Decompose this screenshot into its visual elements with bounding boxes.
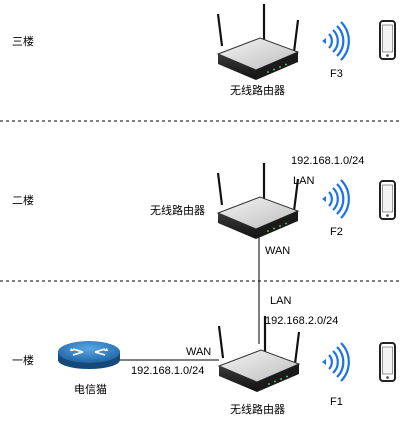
modem-icon	[58, 341, 120, 369]
wan-subnet-first: 192.168.1.0/24	[131, 365, 205, 377]
wan-label-second: WAN	[265, 245, 291, 257]
wifi-label-f2: F2	[330, 226, 343, 238]
wifi-label-f3: F3	[330, 68, 343, 80]
lan-label-second: LAN	[293, 175, 315, 187]
modem-label: 电信猫	[74, 384, 107, 396]
wifi-icon-second-floor	[320, 178, 350, 220]
router-icon-third-floor	[216, 2, 300, 82]
router-label-third: 无线路由器	[230, 85, 285, 97]
phone-icon-second-floor	[379, 180, 396, 220]
lan-label-first: LAN	[270, 295, 292, 307]
router-label-second: 无线路由器	[150, 205, 205, 217]
floor-label-first: 一楼	[12, 355, 34, 367]
wifi-label-f1: F1	[330, 396, 343, 408]
router-icon-second-floor	[216, 161, 300, 241]
wan-label-first: WAN	[186, 346, 212, 358]
router-label-first: 无线路由器	[230, 404, 285, 416]
phone-icon-first-floor	[379, 342, 396, 382]
lan-subnet-second: 192.168.1.0/24	[291, 155, 365, 167]
floor-label-second: 二楼	[12, 195, 34, 207]
lan-subnet-first: 192.168.2.0/24	[265, 315, 339, 327]
phone-icon-third-floor	[379, 20, 396, 60]
floor-label-third: 三楼	[12, 36, 34, 48]
wifi-icon-third-floor	[320, 20, 350, 62]
wifi-icon-first-floor	[320, 341, 350, 383]
